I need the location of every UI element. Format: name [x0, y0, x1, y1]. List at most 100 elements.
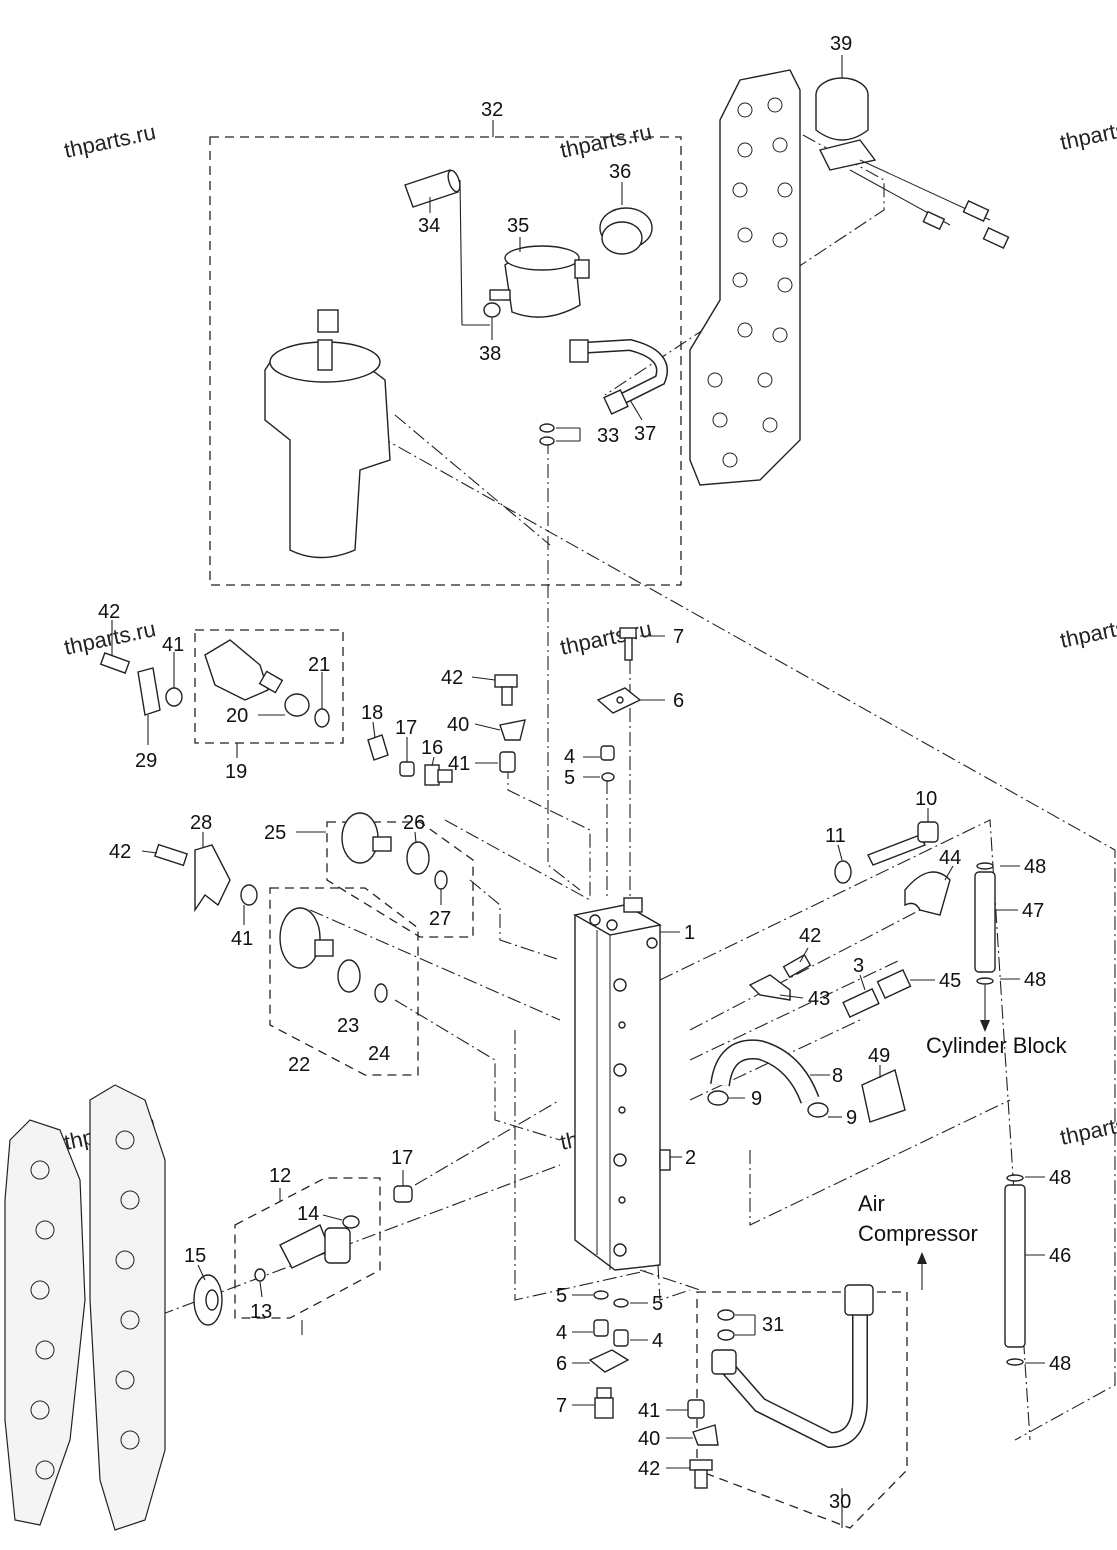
air-compressor-label-line1: Air — [858, 1191, 885, 1216]
callout-27: 27 — [429, 908, 451, 930]
bracket-40-top — [494, 674, 526, 773]
part-49 — [861, 1069, 906, 1123]
callout-33: 33 — [597, 425, 619, 447]
callout-44: 44 — [939, 847, 961, 869]
callout-41-mid: 41 — [231, 928, 253, 950]
regulator-22 — [279, 907, 388, 1003]
callout-45: 45 — [939, 970, 961, 992]
callout-19: 19 — [225, 761, 247, 783]
callout-40-top: 40 — [447, 714, 469, 736]
callout-5-b1: 5 — [556, 1285, 567, 1307]
callout-2: 2 — [685, 1147, 696, 1169]
callout-21: 21 — [308, 654, 330, 676]
callout-48-b: 48 — [1024, 969, 1046, 991]
callout-7-bottom: 7 — [556, 1395, 567, 1417]
callout-35: 35 — [507, 215, 529, 237]
callout-22: 22 — [288, 1054, 310, 1076]
callout-20: 20 — [226, 705, 248, 727]
group-box-19 — [194, 629, 344, 744]
hose-assembly-30 — [711, 1284, 874, 1449]
watermark-9: thparts.ru — [1058, 1106, 1117, 1150]
callout-5-b2: 5 — [652, 1293, 663, 1315]
callout-41-left: 41 — [162, 634, 184, 656]
callout-47: 47 — [1022, 900, 1044, 922]
group-box-32 — [209, 136, 682, 586]
watermark-1: thparts.ru — [62, 119, 158, 163]
callout-11: 11 — [825, 825, 846, 847]
group-box-30 — [696, 1291, 908, 1529]
callout-42-top: 42 — [441, 667, 463, 689]
callout-5-top: 5 — [564, 767, 575, 789]
callout-17-top: 17 — [395, 717, 417, 739]
callout-43: 43 — [808, 988, 830, 1010]
watermark-2: thparts.ru — [558, 119, 654, 163]
callout-6-top: 6 — [673, 690, 684, 712]
callout-1: 1 — [684, 922, 695, 944]
callout-42-left: 42 — [98, 601, 120, 623]
callout-3: 3 — [853, 955, 864, 977]
leader-lines — [111, 55, 1045, 1528]
callout-16: 16 — [421, 737, 443, 759]
callout-13: 13 — [250, 1301, 272, 1323]
callout-42-bottom: 42 — [638, 1458, 660, 1480]
cap-17-lower — [393, 1185, 413, 1203]
watermark-5: thparts.ru — [558, 616, 654, 660]
group-box-25 — [326, 821, 474, 938]
fittings-top — [596, 627, 642, 782]
callout-28: 28 — [190, 812, 212, 834]
callout-29: 29 — [135, 750, 157, 772]
fittings-16-18 — [367, 734, 453, 786]
cylinder-block-label: Cylinder Block — [926, 1033, 1068, 1058]
callout-34: 34 — [418, 215, 440, 237]
cylinder-head-plate-top — [689, 69, 801, 486]
washer-15 — [193, 1274, 223, 1326]
callout-41-bottom: 41 — [638, 1400, 660, 1422]
pipe-46 — [1004, 1174, 1026, 1366]
callout-23: 23 — [337, 1015, 359, 1037]
callout-46: 46 — [1049, 1245, 1071, 1267]
pipe-47 — [974, 862, 996, 985]
fittings-bottom — [588, 1290, 719, 1489]
callout-6-bottom: 6 — [556, 1353, 567, 1375]
callout-4-b2: 4 — [652, 1330, 663, 1352]
plate-43 — [748, 953, 812, 1001]
callout-32: 32 — [481, 99, 503, 121]
callout-18: 18 — [361, 702, 383, 724]
fitting-12 — [254, 1215, 360, 1282]
callout-36: 36 — [609, 161, 631, 183]
air-compressor-arrow — [917, 1252, 927, 1290]
fittings-3-45 — [842, 968, 912, 1018]
watermark-3: thparts.ru — [1058, 111, 1117, 155]
callout-17-bottom: 17 — [391, 1147, 413, 1169]
callout-48-d: 48 — [1049, 1353, 1071, 1375]
callout-9-b: 9 — [846, 1107, 857, 1129]
bolt-10 — [834, 821, 939, 884]
callout-41-top: 41 — [448, 753, 470, 775]
callout-26: 26 — [403, 812, 425, 834]
cylinder-head-plates-left — [4, 1084, 166, 1531]
callout-37: 37 — [634, 423, 656, 445]
pipe-37 — [569, 338, 668, 415]
group-box-22 — [269, 887, 419, 1076]
callout-4-b1: 4 — [556, 1322, 567, 1344]
callout-15: 15 — [184, 1245, 206, 1267]
hose-8 — [707, 1039, 829, 1118]
clamp-44 — [904, 871, 951, 916]
callout-30: 30 — [829, 1491, 851, 1513]
callout-48-a: 48 — [1024, 856, 1046, 878]
callout-24: 24 — [368, 1043, 390, 1065]
fuel-rail-1 — [573, 897, 671, 1271]
callout-9-a: 9 — [751, 1088, 762, 1110]
o-rings-33 — [539, 423, 581, 446]
clamp-39 — [815, 77, 1010, 250]
callout-10: 10 — [915, 788, 937, 810]
callout-40-bottom: 40 — [638, 1428, 660, 1450]
bracket-29 — [99, 652, 183, 716]
callout-7-top: 7 — [673, 626, 684, 648]
cylinder-block-arrow — [980, 985, 990, 1032]
air-compressor-label-line2: Compressor — [858, 1221, 978, 1246]
callout-48-c: 48 — [1049, 1167, 1071, 1189]
callout-25: 25 — [264, 822, 286, 844]
